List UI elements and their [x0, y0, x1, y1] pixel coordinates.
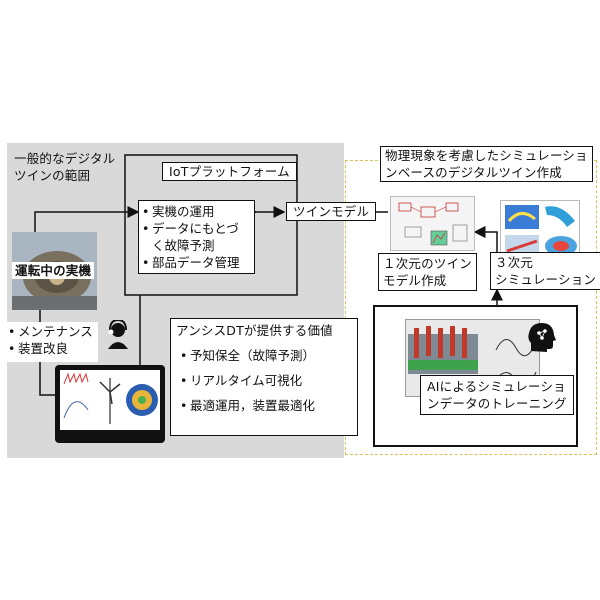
3d-sim-label: ３次元 シミュレーション: [490, 252, 600, 290]
monitor-screen: [60, 370, 160, 430]
1d-model-schematic-image: [390, 196, 475, 251]
maintenance-item: •メンテナンス: [8, 324, 93, 339]
ansys-value-title: アンシスDTが提供する価値: [176, 323, 333, 338]
ansys-value-item: •最適運用，装置最適化: [180, 398, 316, 413]
ansys-value-box: アンシスDTが提供する価値 •予知保全（故障予測） •リアルタイム可視化 •最適…: [170, 318, 358, 436]
maintenance-box: •メンテナンス •装置改良: [6, 322, 98, 362]
1d-model-label: １次元のツイン モデル作成: [378, 253, 477, 291]
physics-sim-heading: 物理現象を考慮したシミュレーショ ンベースのデジタルツイン作成: [380, 146, 593, 182]
maintenance-item: •装置改良: [8, 341, 69, 356]
iot-item: •部品データ管理: [142, 255, 240, 270]
operating-machine-label: 運転中の実機: [12, 262, 95, 279]
iot-item: •実機の運用: [142, 204, 215, 219]
iot-items-box: •実機の運用 •データにもとづ く故障予測 •部品データ管理: [138, 200, 255, 274]
operator-icon: [108, 320, 128, 349]
iot-platform-title: IoTプラットフォーム: [162, 162, 297, 181]
ansys-value-item: •リアルタイム可視化: [180, 373, 303, 388]
ai-training-label: AIによるシミュレーショ ンデータのトレーニング: [420, 375, 574, 415]
ansys-value-item: •予知保全（故障予測）: [180, 348, 316, 363]
monitor-icon: [55, 365, 165, 443]
iot-outline: [124, 154, 298, 296]
ai-head-icon: [528, 323, 556, 352]
general-dt-label: 一般的なデジタル ツインの範囲: [14, 151, 116, 183]
3d-simulation-image: [500, 200, 580, 260]
machine-to-iot-arrow: [34, 206, 140, 232]
iot-item: •データにもとづ く故障予測: [142, 221, 239, 253]
twin-model-box: ツインモデル: [286, 202, 377, 221]
3d-to-1d-arrow: [473, 226, 498, 255]
